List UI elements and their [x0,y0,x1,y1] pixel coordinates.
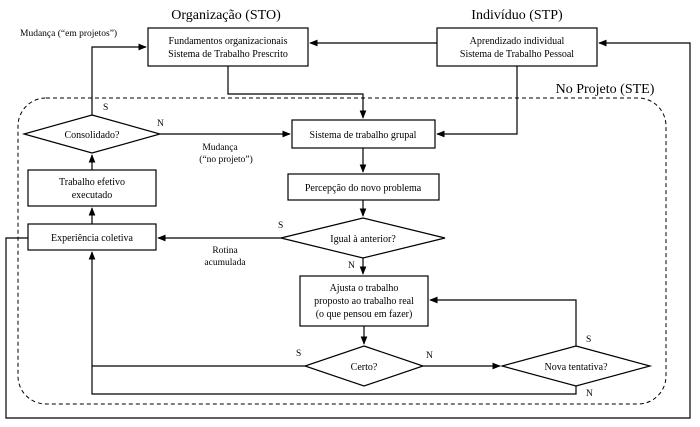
percepcao-box [287,173,440,201]
header-projeto: No Projeto (STE) [556,82,655,97]
experiencia-label: Experiência coletiva [51,233,133,244]
consolidado-diamond [21,114,163,154]
certo-diamond [303,345,425,387]
trabalho-efetivo-box [27,169,157,207]
edge-experiencia-aprendizado [5,39,691,419]
label-igual-s: S [278,221,283,231]
label-nova-n: N [586,389,593,399]
label-rotina-2: acumulada [204,258,246,268]
trabalho-efetivo-line2: executado [72,190,113,201]
project-boundary [17,97,667,405]
edge-aprendizado-grupal [436,66,518,138]
edge-nova-ajusta [429,296,577,346]
nova-tentativa-label: Nova tentativa? [544,362,608,373]
label-certo-n: N [426,351,433,361]
ajusta-line2: proposto ao trabalho real [314,296,414,307]
ajusta-line3: (o que pensou em fazer) [316,309,413,320]
header-individuo: Indivíduo (STP) [471,8,563,23]
fundamentos-box [147,27,309,67]
percepcao-label: Percepção do novo problema [305,183,422,194]
edge-certo-experiencia [88,251,305,367]
label-mudanca-em-projetos: Mudança (“em projetos”) [20,28,117,39]
ajusta-box [299,275,429,327]
label-mudanca-no-projeto-2: (“no projeto”) [199,154,253,165]
igual-anterior-label: Igual à anterior? [330,234,396,245]
edge-fundamentos-grupal [227,66,367,119]
ajusta-line1: Ajusta o trabalho [330,283,399,294]
label-mudanca-no-projeto-1: Mudança [202,143,238,153]
edge-nova-bottom [91,366,577,395]
label-rotina-1: Rotina [212,246,238,256]
label-nova-s: S [586,335,591,345]
certo-label: Certo? [351,362,378,373]
header-organizacao: Organização (STO) [171,8,281,23]
edge-consolidado-fundamentos [91,43,147,115]
aprendizado-line2: Sistema de Trabalho Pessoal [460,49,574,60]
label-consolidado-s: S [103,103,108,113]
aprendizado-box [436,27,598,67]
trabalho-efetivo-line1: Trabalho efetivo [59,177,125,188]
fundamentos-line2: Sistema de Trabalho Prescrito [168,49,288,60]
fundamentos-line1: Fundamentos organizacionais [169,36,288,47]
label-igual-n: N [348,261,355,271]
sistema-grupal-label: Sistema de trabalho grupal [310,130,417,141]
label-consolidado-n: N [157,119,164,129]
aprendizado-line1: Aprendizado individual [470,36,565,47]
sistema-grupal-box [291,119,436,149]
consolidado-label: Consolidado? [65,130,121,141]
label-certo-s: S [296,349,301,359]
experiencia-box [27,223,157,251]
